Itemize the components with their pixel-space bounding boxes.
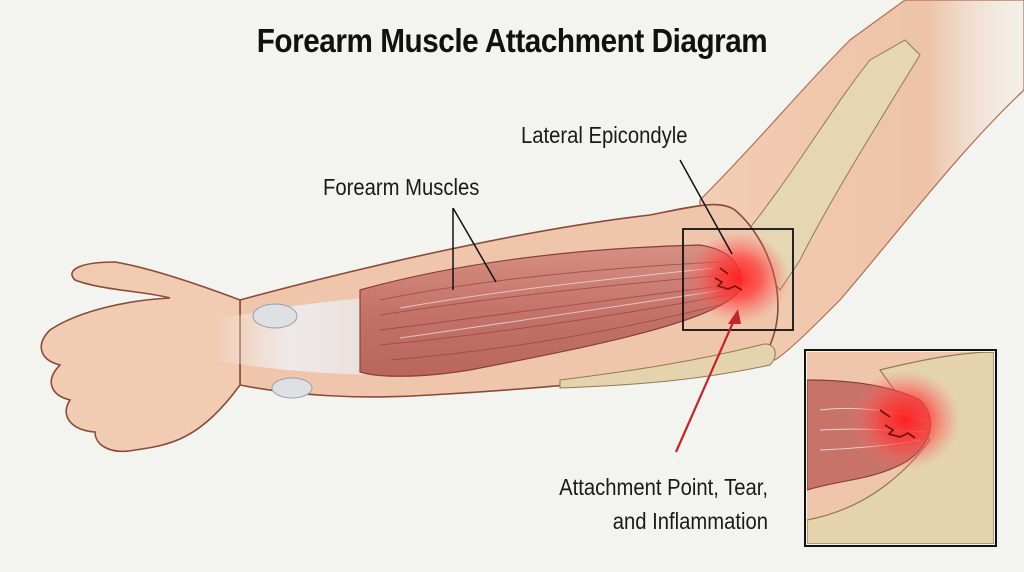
diagram-title: Forearm Muscle Attachment Diagram	[256, 22, 768, 59]
attachment-arrow	[674, 317, 737, 453]
forearm-muscles-pointer-2	[452, 207, 497, 283]
inflammation-glow	[686, 232, 790, 324]
attachment-arrowhead	[728, 309, 741, 324]
hand	[40, 261, 241, 452]
label-attachment-line2: and Inflammation	[612, 508, 768, 534]
epicondyle-pointer	[679, 159, 733, 255]
humerus-bone	[739, 39, 921, 291]
label-attachment-point: Attachment Point, Tear, and Inflammation	[532, 470, 768, 538]
wrist-bone-bottom	[271, 377, 313, 399]
label-attachment-line1: Attachment Point, Tear,	[559, 474, 768, 500]
ulna-bone	[559, 343, 776, 389]
muscle-fibers	[379, 261, 731, 361]
label-lateral-epicondyle: Lateral Epicondyle	[521, 122, 688, 148]
label-forearm-muscles: Forearm Muscles	[323, 174, 480, 200]
inset-zoom	[807, 352, 994, 544]
callout-box	[682, 228, 794, 331]
wrist-bone-top	[252, 303, 298, 329]
inset-box	[804, 349, 997, 547]
tear-marks	[714, 267, 743, 291]
